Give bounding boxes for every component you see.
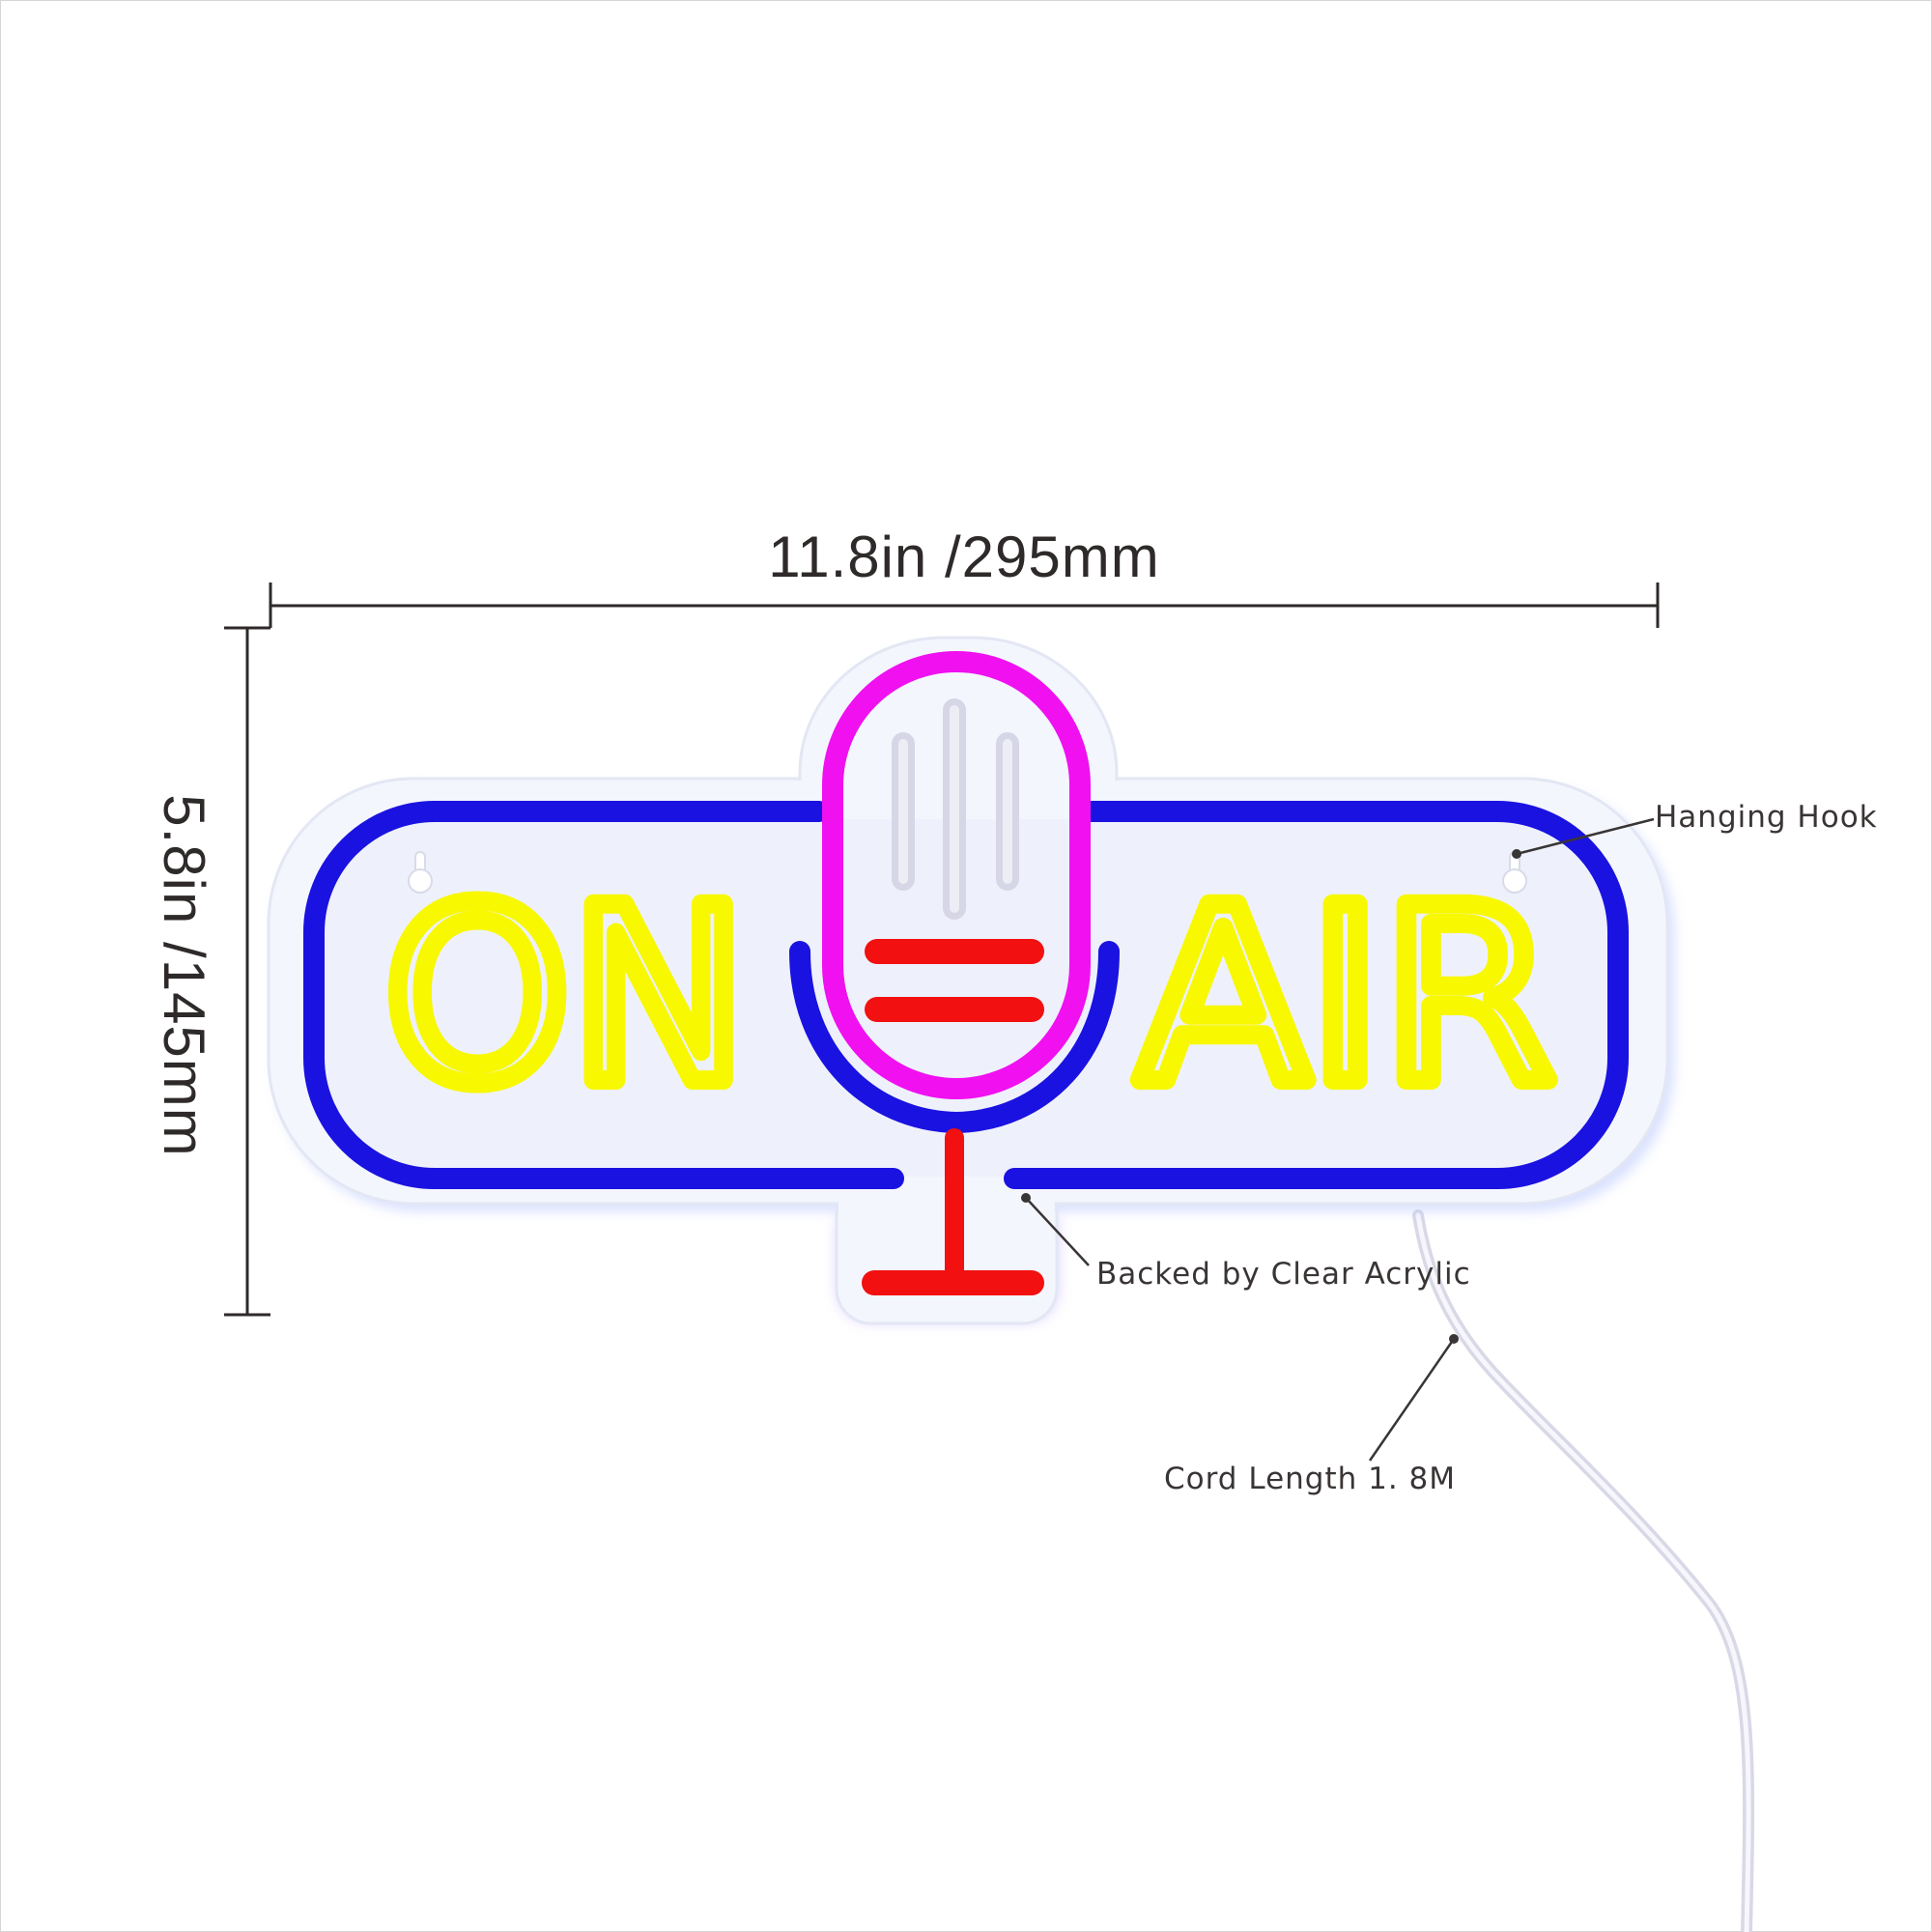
sign-word-air: AIR <box>1138 856 1555 1137</box>
width-dimension <box>269 582 1660 628</box>
callout-cord-leader <box>1368 1334 1459 1462</box>
height-label: 5.8in /145mm <box>152 794 216 1157</box>
power-cord <box>1412 1209 1755 1932</box>
callout-hanging-hook: Hanging Hook <box>1655 800 1878 835</box>
mic-stand <box>862 1128 1044 1295</box>
callout-backing: Backed by Clear Acrylic <box>1096 1257 1471 1292</box>
neon-border <box>303 801 1629 1189</box>
callout-cord: Cord Length 1. 8M <box>1164 1462 1456 1496</box>
height-dimension <box>224 626 270 1317</box>
width-label: 11.8in /295mm <box>768 525 1159 589</box>
callout-backing-leader <box>1021 1193 1090 1266</box>
hanging-hook-left <box>408 851 433 894</box>
mic-head <box>822 651 1091 1099</box>
mic-grille <box>892 698 1019 920</box>
callout-hanging-hook-leader <box>1512 817 1655 859</box>
sign-word-on: ON <box>384 856 747 1137</box>
mic-bands <box>865 939 1044 1022</box>
mic-cradle <box>789 941 1120 1134</box>
